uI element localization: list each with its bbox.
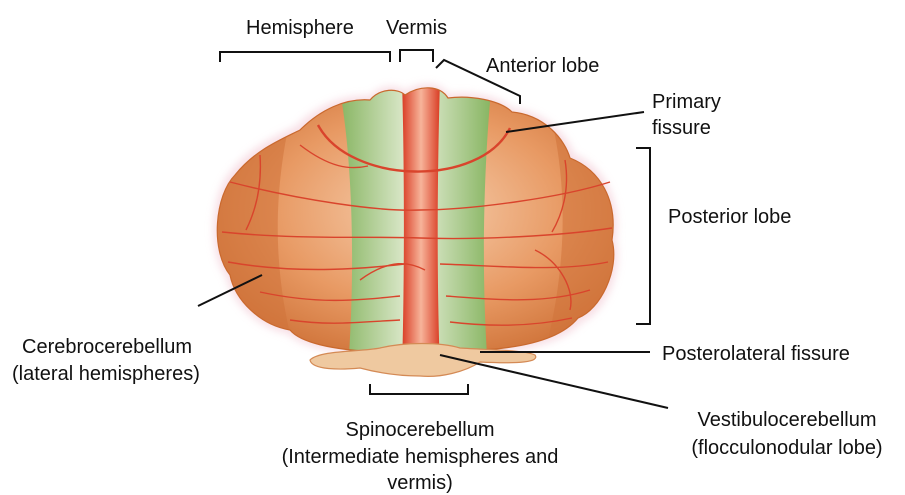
vermis-bracket (400, 50, 433, 62)
spinocerebellum-label-line1: Spinocerebellum (260, 418, 580, 442)
anterior-lobe-label: Anterior lobe (486, 54, 599, 78)
primary-fissure-label-line1: Primary (652, 90, 721, 114)
posterior-lobe-label: Posterior lobe (668, 205, 791, 229)
vermis-strip (402, 80, 440, 370)
hemisphere-bracket (220, 52, 390, 62)
cerebrocerebellum-label-line2: (lateral hemispheres) (12, 362, 200, 386)
primary-fissure-label-line2: fissure (652, 116, 711, 140)
spinocerebellum-label-line3: vermis) (340, 471, 500, 495)
spinocerebellum-label-line2: (Intermediate hemispheres and (240, 445, 600, 469)
vermis-label: Vermis (386, 16, 447, 40)
vestibulocerebellum-label-line2: (flocculonodular lobe) (672, 436, 902, 460)
posterolateral-fissure-label: Posterolateral fissure (662, 342, 850, 366)
vestibulocerebellum-label-line1: Vestibulocerebellum (672, 408, 902, 432)
posterior-lobe-bracket (636, 148, 650, 324)
vestibulocerebellum-leader (440, 355, 668, 408)
hemisphere-label: Hemisphere (246, 16, 354, 40)
cerebrocerebellum-label-line1: Cerebrocerebellum (22, 335, 192, 359)
spinocerebellum-bracket (370, 384, 468, 394)
